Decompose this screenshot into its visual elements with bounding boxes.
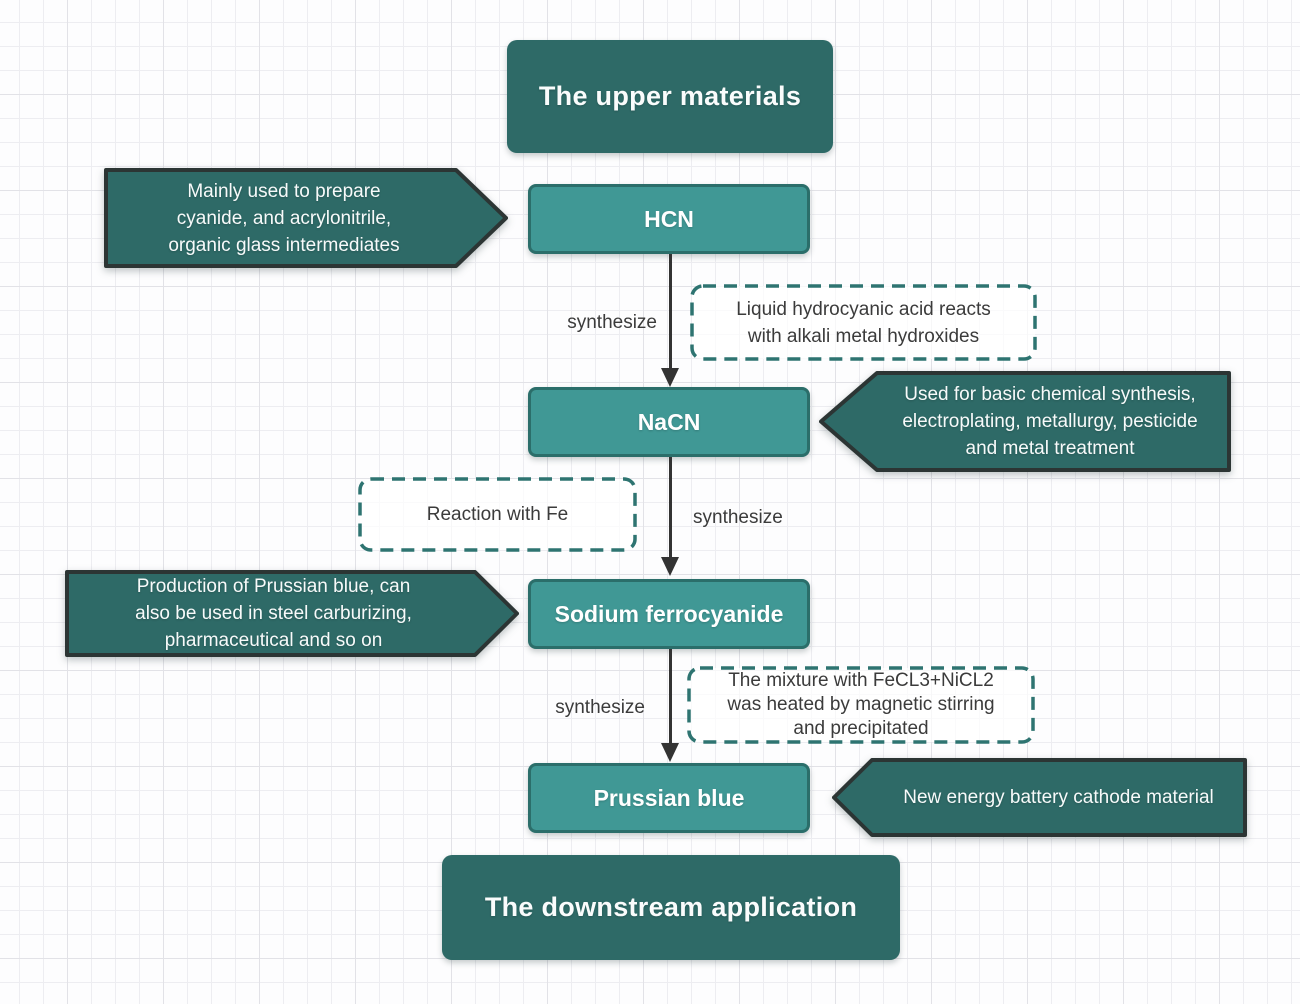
title-downstream-application: The downstream application [442, 855, 900, 960]
node-hcn: HCN [528, 184, 810, 254]
edge-label-synthesize-3: synthesize [555, 697, 645, 718]
node-prussian-blue: Prussian blue [528, 763, 810, 833]
callout-right-pointer-shape [104, 168, 508, 268]
callout-nacn-use: Used for basic chemical synthesis, elect… [819, 371, 1231, 472]
callout-nacn-use-text: Used for basic chemical synthesis, elect… [902, 384, 1198, 459]
callout-right-pointer-shape [65, 570, 519, 657]
callout-hcn-use: Mainly used to prepare cyanide, and acry… [104, 168, 508, 268]
note-nacn-to-sodium-text: Reaction with Fe [426, 504, 569, 525]
note-hcn-to-nacn: Liquid hydrocyanic acid reacts with alka… [690, 284, 1037, 361]
arrow-down-icon [661, 557, 679, 576]
dashed-box-shape [690, 284, 1037, 361]
callout-sodium-ferrocyanide-use-text: Production of Prussian blue, can also be… [135, 576, 412, 651]
arrow-sodium-to-prussian [669, 649, 672, 745]
edge-label-synthesize-1: synthesize [567, 312, 657, 333]
note-sodium-to-prussian-text: The mixture with FeCL3+NiCL2 was heated … [727, 670, 995, 739]
callout-hcn-use-text: Mainly used to prepare cyanide, and acry… [168, 180, 400, 256]
callout-left-pointer-shape [819, 371, 1231, 472]
callout-sodium-ferrocyanide-use: Production of Prussian blue, can also be… [65, 570, 520, 657]
title-upper-materials: The upper materials [507, 40, 833, 153]
callout-left-pointer-shape [832, 758, 1247, 837]
arrow-hcn-to-nacn [669, 254, 672, 370]
arrow-nacn-to-sodium [669, 457, 672, 559]
note-nacn-to-sodium: Reaction with Fe [358, 477, 637, 552]
dashed-box-shape [358, 477, 637, 552]
callout-prussian-blue-use: New energy battery cathode material [832, 758, 1247, 837]
note-hcn-to-nacn-text: Liquid hydrocyanic acid reacts with alka… [736, 298, 991, 347]
callout-prussian-blue-use-text: New energy battery cathode material [903, 787, 1214, 808]
edge-label-synthesize-2: synthesize [693, 507, 783, 528]
node-nacn: NaCN [528, 387, 810, 457]
node-sodium-ferrocyanide: Sodium ferrocyanide [528, 579, 810, 649]
arrow-down-icon [661, 743, 679, 762]
note-sodium-to-prussian: The mixture with FeCL3+NiCL2 was heated … [687, 666, 1035, 744]
dashed-box-shape [687, 666, 1035, 744]
arrow-down-icon [661, 368, 679, 387]
